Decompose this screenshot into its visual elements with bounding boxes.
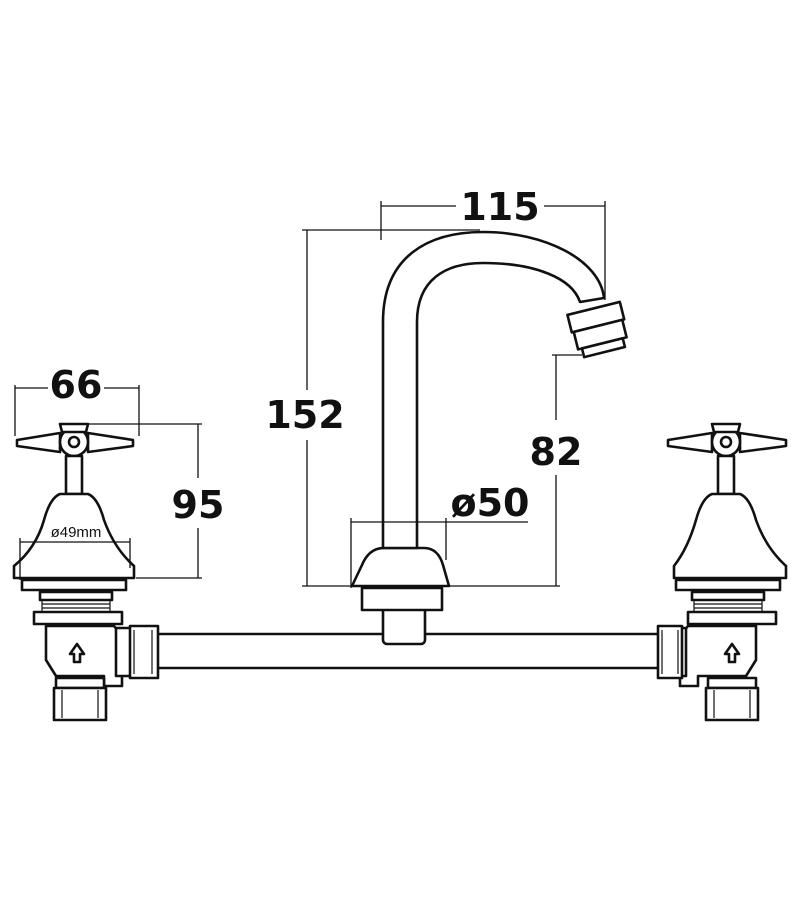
left-tap xyxy=(12,422,160,722)
spout-base-diameter-label: ø50 xyxy=(451,481,530,525)
spout-height-label: 152 xyxy=(265,393,344,437)
tap-height-label: 95 xyxy=(172,483,225,527)
spout-reach-label: 115 xyxy=(460,185,539,229)
spout-outlet-height-label: 82 xyxy=(530,430,583,474)
right-tap xyxy=(656,422,788,722)
spout xyxy=(350,230,628,646)
up-arrow-icon xyxy=(723,642,741,664)
up-arrow-icon xyxy=(68,642,86,664)
tap-base-diameter-label: ø49mm xyxy=(51,524,102,541)
handle-width-label: 66 xyxy=(50,363,103,407)
dimension-lines xyxy=(14,201,606,588)
